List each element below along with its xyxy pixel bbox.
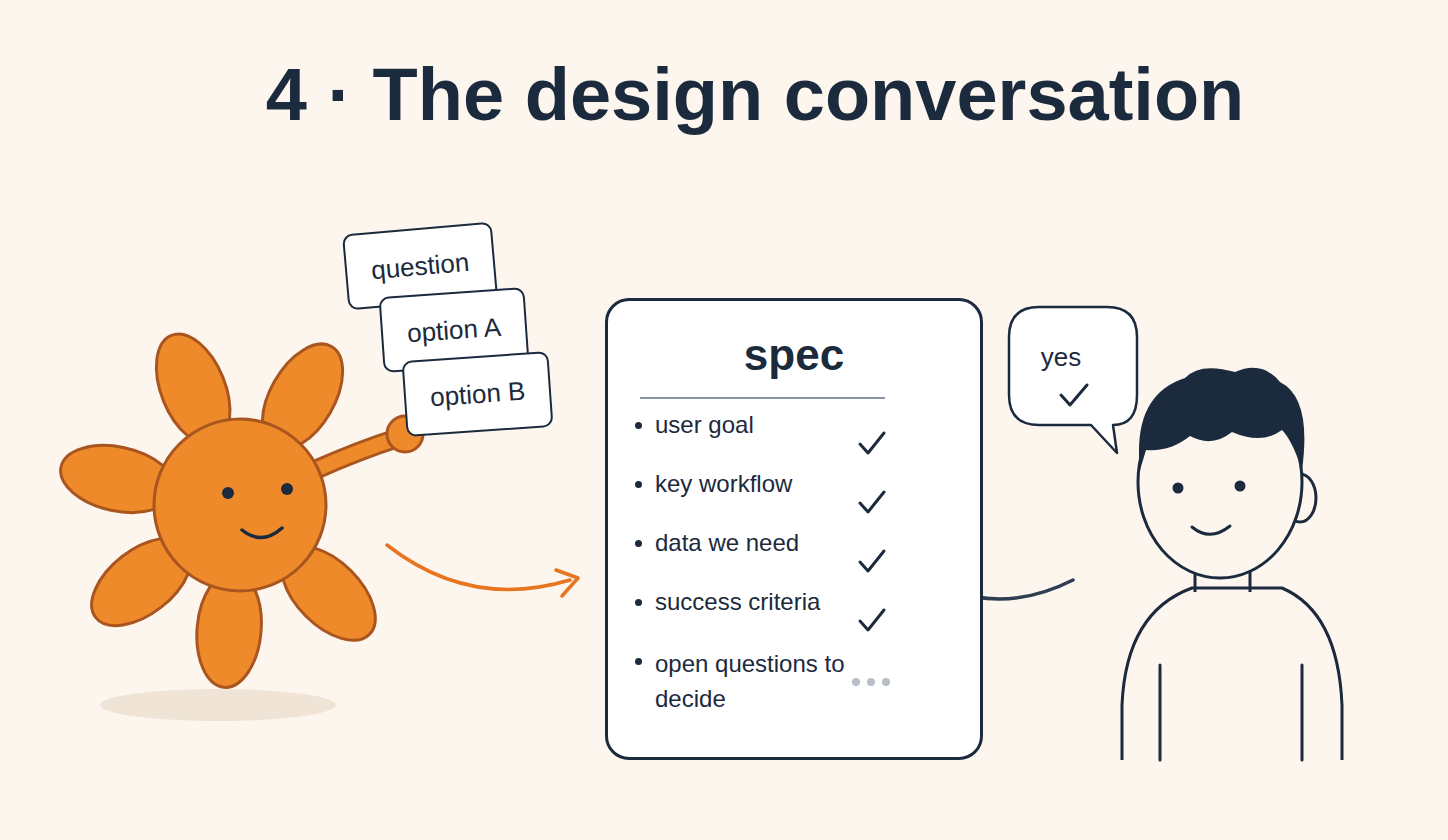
pending-dots bbox=[852, 678, 890, 686]
mascot-smile bbox=[242, 528, 282, 538]
list-item: key workflow bbox=[655, 469, 792, 499]
bullet-dot bbox=[635, 481, 642, 488]
spec-card: spec user goal key workflow data we need suc… bbox=[605, 298, 983, 760]
list-item: data we need bbox=[655, 528, 799, 558]
speech-bubble: yes bbox=[995, 305, 1151, 455]
mascot-eye bbox=[222, 487, 234, 499]
card-label: option A bbox=[406, 312, 502, 348]
list-row: open questions to decide bbox=[608, 646, 980, 716]
bullet-dot bbox=[635, 658, 642, 665]
card-label: question bbox=[370, 247, 471, 285]
mascot-body bbox=[154, 419, 326, 591]
mascot-eye bbox=[281, 483, 293, 495]
person-eye bbox=[1173, 483, 1184, 494]
mascot-petals bbox=[54, 323, 392, 690]
list-item: success criteria bbox=[655, 587, 820, 617]
bullet-dot bbox=[635, 422, 642, 429]
list-row: key workflow bbox=[608, 469, 980, 499]
mascot-arm bbox=[315, 438, 398, 470]
shadow bbox=[100, 689, 336, 721]
diagram-title: 4 · The design conversation bbox=[266, 52, 1245, 138]
check-marks bbox=[860, 433, 884, 630]
person-smile bbox=[1192, 526, 1230, 534]
person-arms bbox=[1160, 665, 1302, 760]
bubble-outline bbox=[995, 305, 1151, 455]
list-item: open questions to decide bbox=[655, 646, 845, 716]
list-row: user goal bbox=[608, 410, 980, 440]
list-item: user goal bbox=[655, 410, 754, 440]
arrow-head bbox=[556, 570, 578, 596]
divider bbox=[640, 397, 885, 399]
list-row: success criteria bbox=[608, 587, 980, 617]
bullet-dot bbox=[635, 540, 642, 547]
bubble-label: yes bbox=[995, 305, 1127, 373]
bullet-dot bbox=[635, 599, 642, 606]
list-row: data we need bbox=[608, 528, 980, 558]
mascot-arm-fill bbox=[315, 438, 398, 470]
spec-heading: spec bbox=[608, 329, 980, 381]
person-torso bbox=[1122, 588, 1342, 760]
option-card: option B bbox=[402, 351, 554, 437]
person-eye bbox=[1235, 481, 1246, 492]
person-hair bbox=[1139, 368, 1304, 470]
card-label: option B bbox=[429, 376, 526, 413]
flow-arrow bbox=[387, 545, 570, 589]
